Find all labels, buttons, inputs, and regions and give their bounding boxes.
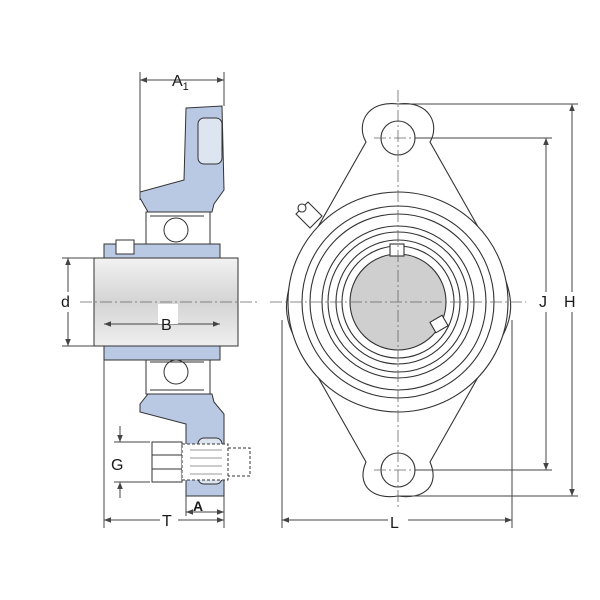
label-j: J	[539, 294, 547, 311]
lower-inner-ring	[103, 345, 221, 361]
side-view	[93, 105, 251, 497]
set-screw-top	[115, 239, 135, 255]
label-d: d	[61, 294, 70, 311]
front-centerlines	[270, 90, 526, 510]
label-b-bg	[158, 304, 178, 324]
label-t-bg	[160, 510, 178, 530]
label-a: A	[193, 498, 203, 514]
label-t: T	[162, 513, 172, 530]
label-l: L	[390, 515, 399, 532]
label-j-bg	[536, 292, 554, 312]
lube-nipple	[295, 201, 323, 229]
front-view	[285, 103, 512, 498]
bolt	[151, 441, 251, 483]
label-h: H	[564, 294, 576, 311]
set-screw-front-top	[389, 243, 405, 257]
set-screw-front-side	[429, 314, 449, 334]
label-g: G	[111, 457, 123, 474]
label-d-bg	[58, 292, 76, 312]
shaft	[93, 257, 239, 347]
label-b: B	[161, 317, 172, 334]
lower-ball	[163, 359, 189, 385]
label-l-bg	[388, 512, 408, 532]
upper-pocket	[197, 117, 223, 165]
label-h-bg	[562, 292, 582, 312]
upper-ball	[163, 217, 189, 243]
label-a1: A1	[172, 73, 189, 93]
